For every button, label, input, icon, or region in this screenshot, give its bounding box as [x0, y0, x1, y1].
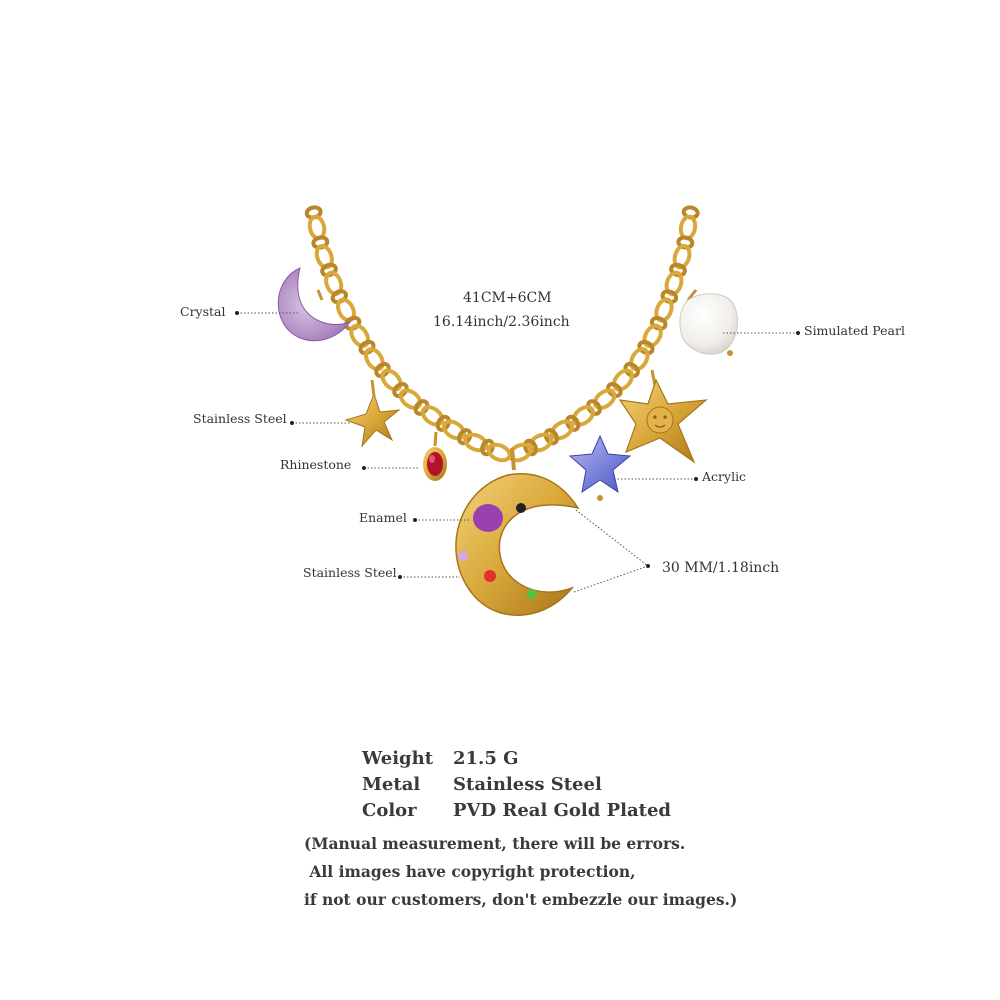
label-acrylic: Acrylic: [702, 469, 747, 484]
label-rhinestone: Rhinestone: [280, 457, 352, 472]
size-metric: 41CM+6CM: [463, 290, 552, 306]
chain-link: [623, 362, 640, 378]
rhinestone-charm: [423, 431, 447, 481]
chain-link: [565, 414, 581, 432]
label-enamel: Enamel: [359, 510, 407, 525]
chain-link: [507, 442, 533, 463]
sun-star-charm: [618, 369, 708, 464]
chain-link: [420, 405, 445, 427]
chain-link: [637, 339, 655, 356]
chain-link: [629, 347, 650, 372]
crystal-moon-charm: [277, 267, 352, 342]
leader-lines: [237, 312, 798, 593]
note-copyright: All images have copyright protection,: [304, 862, 636, 881]
chain-link: [392, 382, 409, 398]
chain-link: [523, 438, 538, 457]
label-crystal: Crystal: [180, 304, 226, 319]
chain-link: [612, 368, 634, 392]
chain-link: [358, 339, 376, 356]
chain-link: [374, 362, 391, 378]
chain-link: [606, 382, 623, 398]
chain-link: [349, 323, 370, 348]
chain-link: [380, 368, 403, 392]
label-steel-moon: Stainless Steel: [303, 565, 397, 580]
acrylic-star-charm: [568, 434, 632, 501]
chain-link: [586, 399, 602, 416]
pendant-size: 30 MM/1.18inch: [662, 560, 780, 576]
chain-link: [669, 262, 687, 278]
chain-link: [463, 432, 489, 453]
moon-pendant: [455, 447, 580, 616]
chain-link: [486, 442, 512, 463]
chain-link: [364, 347, 385, 372]
pearl-charm: [679, 293, 738, 356]
steel-star-charm: [344, 379, 401, 448]
chain-link: [649, 316, 668, 331]
chain-link: [480, 438, 495, 457]
chain-link: [398, 388, 423, 410]
jump-ring: [686, 289, 698, 301]
chain-link: [592, 388, 617, 410]
chain-link: [441, 419, 467, 441]
note-measurement: (Manual measurement, there will be error…: [304, 834, 686, 853]
chain-link: [642, 323, 663, 348]
chain-link: [549, 419, 575, 441]
chain-link: [672, 243, 692, 270]
chain-link: [543, 428, 559, 446]
label-pearl: Simulated Pearl: [804, 323, 905, 338]
size-imperial: 16.14inch/2.36inch: [433, 314, 570, 330]
label-steel-star: Stainless Steel: [193, 411, 287, 426]
chain-link: [435, 414, 451, 432]
jump-ring: [316, 289, 324, 301]
chain-link: [457, 428, 473, 446]
leader-dots: [235, 311, 800, 579]
chain-link: [571, 405, 596, 427]
chain-link: [413, 399, 430, 416]
note-embezzle: if not our customers, don't embezzle our…: [304, 890, 738, 909]
